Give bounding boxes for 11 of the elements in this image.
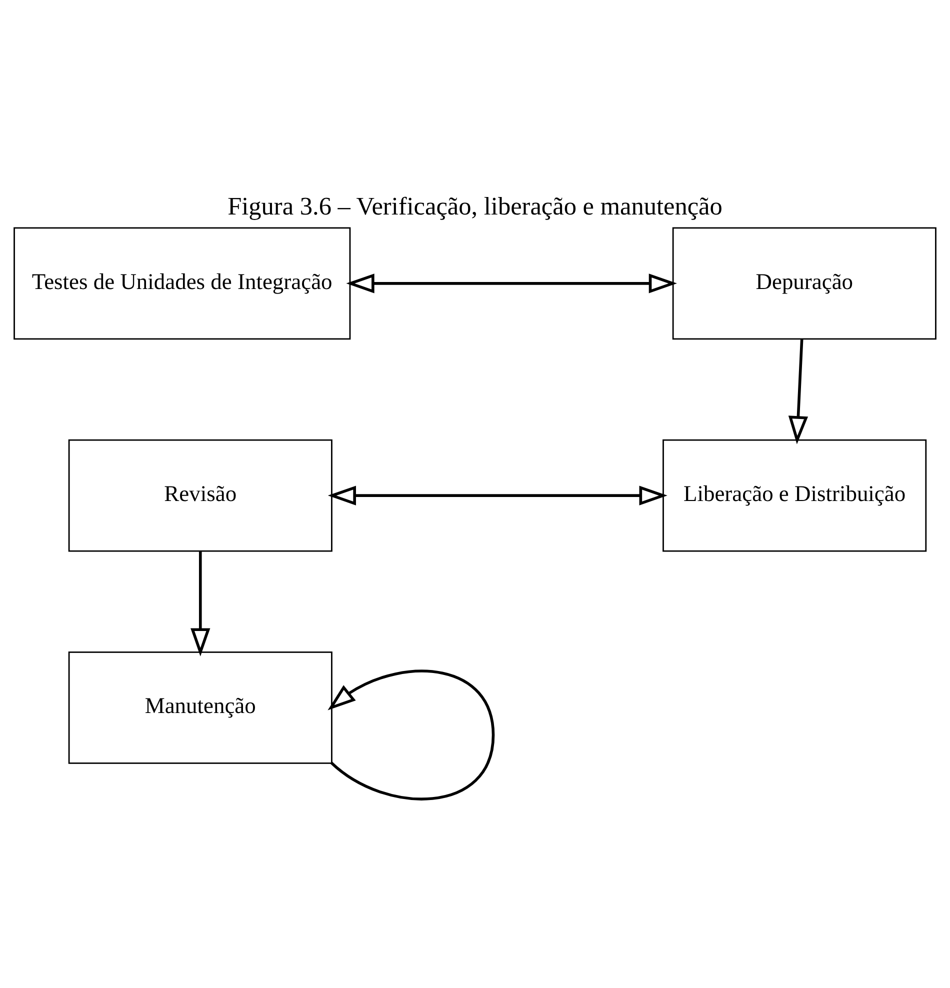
node-box: Manutenção: [68, 651, 332, 764]
diagram-title: Figura 3.6 – Verificação, liberação e manutenção: [228, 192, 722, 220]
node-box: Depuração: [672, 227, 936, 340]
arrow: [346, 274, 677, 294]
arrow: [328, 670, 495, 800]
arrow: [328, 486, 668, 506]
arrow: [190, 551, 210, 656]
node-box: Revisão: [68, 439, 332, 552]
arrow: [788, 339, 808, 444]
node-box: Liberação e Distribuição: [662, 439, 927, 552]
node-box: Testes de Unidades de Integração: [14, 227, 351, 340]
